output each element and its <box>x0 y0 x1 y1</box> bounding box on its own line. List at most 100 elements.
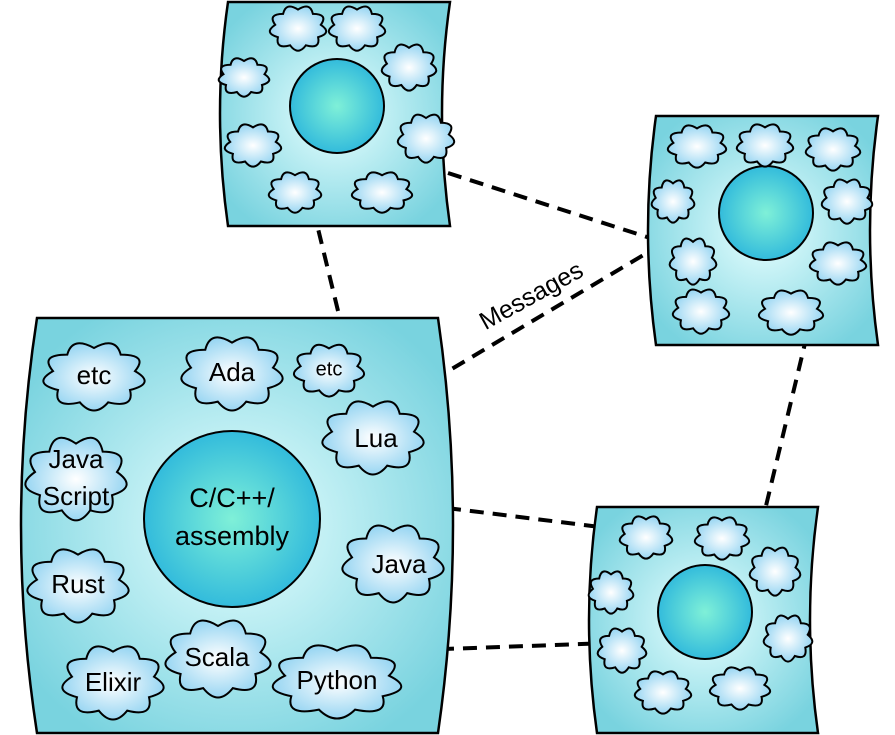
cloud-shape <box>671 288 731 335</box>
cloud-shape <box>42 342 146 412</box>
cloud <box>820 178 874 225</box>
cloud <box>762 614 814 663</box>
cloud-shape <box>618 515 674 560</box>
cloud <box>268 5 328 52</box>
main-core-label-line1: C/C++/ <box>189 483 275 513</box>
cloud-shape <box>748 546 802 597</box>
cloud-shape <box>321 400 425 476</box>
main-core <box>143 430 321 608</box>
cloud <box>668 237 718 286</box>
cloud-elixir: Elixir <box>61 645 165 721</box>
cloud-shape <box>396 113 456 164</box>
cloud-etc-left: etc <box>42 342 146 412</box>
cloud-etc-left-label: etc <box>77 360 112 390</box>
cloud-shape <box>217 57 271 98</box>
link-top-to-right <box>447 171 651 240</box>
cloud-rust-label: Rust <box>51 569 105 599</box>
cloud <box>735 123 795 168</box>
cloud-shape <box>693 516 751 561</box>
main-core-label-line2: assembly <box>175 521 290 551</box>
cloud <box>396 113 456 164</box>
cloud-java: Java <box>341 524 445 604</box>
cloud-javascript-label-line1: Java <box>49 444 104 474</box>
cloud <box>327 5 387 52</box>
cloud-shape <box>341 524 445 604</box>
right-node-core <box>718 165 814 261</box>
cloud-shape <box>26 548 130 624</box>
cloud <box>587 570 635 615</box>
cloud-shape <box>164 619 272 699</box>
cloud-shape <box>180 336 284 412</box>
cloud-lua-label: Lua <box>354 423 398 453</box>
cloud-shape <box>650 179 696 224</box>
top-node-clouds <box>217 5 456 214</box>
cloud-shape <box>596 627 648 674</box>
cloud-lua: Lua <box>321 400 425 476</box>
link-right-to-bottom <box>763 334 809 511</box>
cloud-shape <box>808 241 868 286</box>
cloud <box>671 288 731 335</box>
cloud-shape <box>267 171 323 214</box>
cloud-shape <box>350 171 414 214</box>
cloud-shape <box>804 127 862 172</box>
cloud-shape <box>268 5 328 52</box>
cloud-shape <box>668 237 718 286</box>
link-python-to-bottom <box>416 641 611 652</box>
cloud <box>708 666 772 711</box>
cloud-java-label: Java <box>372 549 427 579</box>
cloud <box>748 546 802 597</box>
top-node-core <box>289 58 385 154</box>
cloud-shape <box>293 343 365 398</box>
cloud-javascript-label-line2: Script <box>43 481 110 511</box>
right-node <box>646 114 880 347</box>
cloud-scala-label: Scala <box>184 642 250 672</box>
cloud <box>804 127 862 172</box>
cloud-etc-small-label: etc <box>316 358 343 380</box>
main-node: C/C++/ assembly etc Ada etc Java Script … <box>19 316 455 735</box>
bottom-right-node-core <box>657 564 753 660</box>
cloud-python: Python <box>271 644 403 720</box>
cloud-javascript: Java Script <box>24 436 128 522</box>
cloud-ada: Ada <box>180 336 284 412</box>
cloud <box>217 57 271 98</box>
top-node <box>217 0 456 228</box>
cloud-shape <box>666 124 728 169</box>
cloud <box>267 171 323 214</box>
right-node-clouds <box>650 123 874 336</box>
cloud <box>380 43 438 92</box>
cloud-shape <box>708 666 772 711</box>
cloud-shape <box>271 644 403 720</box>
cloud <box>693 516 751 561</box>
cloud <box>650 179 696 224</box>
bottom-right-node-clouds <box>587 515 814 715</box>
link-main-to-bottom <box>446 506 601 529</box>
bottom-right-node <box>587 505 820 735</box>
cloud-shape <box>633 670 693 715</box>
cloud <box>618 515 674 560</box>
cloud <box>350 171 414 214</box>
cloud <box>223 123 283 168</box>
cloud-shape <box>380 43 438 92</box>
cloud-python-label: Python <box>297 665 378 695</box>
cloud-shape <box>735 123 795 168</box>
cloud-shape <box>223 123 283 168</box>
cloud-shape <box>24 436 128 522</box>
cloud-scala: Scala <box>164 619 272 699</box>
cloud-shape <box>757 289 825 336</box>
link-main-to-right <box>411 242 664 394</box>
cloud <box>596 627 648 674</box>
cloud <box>808 241 868 286</box>
cloud-shape <box>327 5 387 52</box>
cloud-elixir-label: Elixir <box>85 667 142 697</box>
cloud <box>757 289 825 336</box>
cloud-ada-label: Ada <box>209 357 256 387</box>
cloud-shape <box>61 645 165 721</box>
cloud <box>633 670 693 715</box>
cloud-shape <box>820 178 874 225</box>
cloud-shape <box>762 614 814 663</box>
cloud <box>666 124 728 169</box>
cloud-shape <box>587 570 635 615</box>
messages-label: Messages <box>475 256 588 336</box>
cloud-etc-small: etc <box>293 343 365 398</box>
